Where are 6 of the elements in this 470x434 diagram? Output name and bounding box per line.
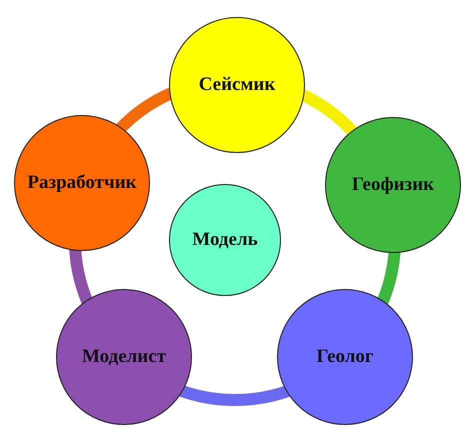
role-label: Модель: [192, 229, 258, 251]
role-label: Геофизик: [352, 174, 434, 196]
role-label: Сейсмик: [198, 74, 276, 96]
role-label: Моделист: [82, 346, 166, 368]
role-label: Разработчик: [27, 172, 137, 194]
role-label: Геолог: [316, 346, 374, 368]
